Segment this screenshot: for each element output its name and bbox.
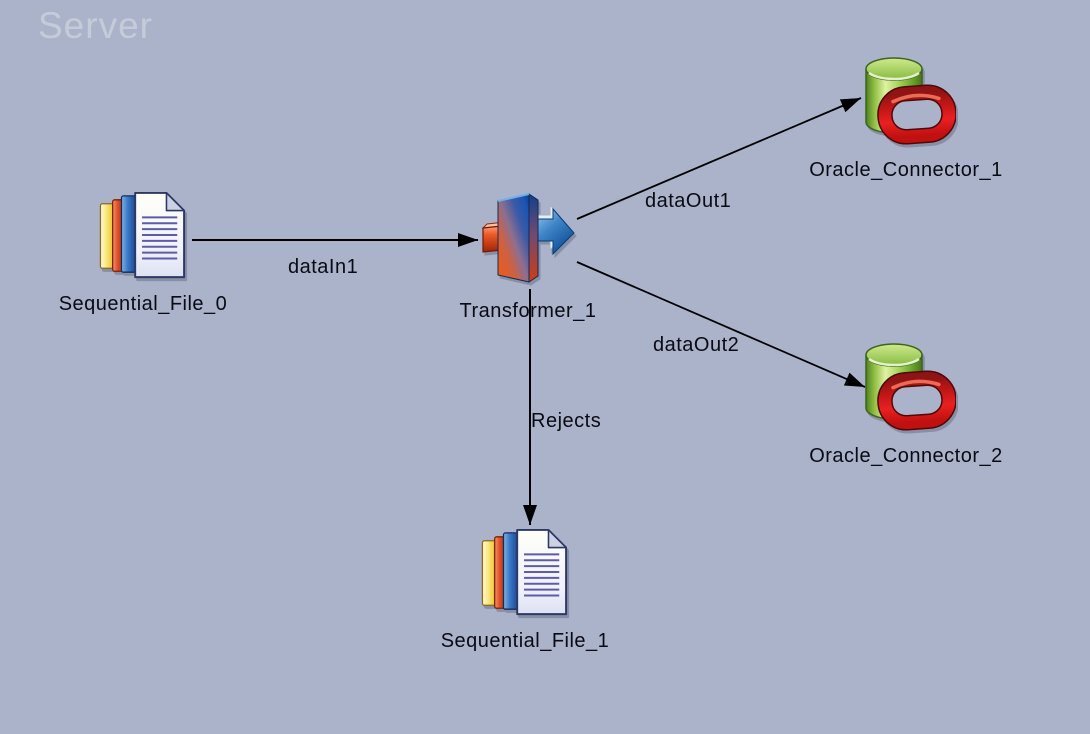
link-label-dataIn1[interactable]: dataIn1 bbox=[288, 256, 359, 278]
oracle-connector-icon[interactable] bbox=[856, 338, 956, 434]
link-label-rejects[interactable]: Rejects bbox=[531, 410, 602, 432]
oracle-connector-icon[interactable] bbox=[856, 52, 956, 148]
node-oracle-connector-1[interactable]: Oracle_Connector_1 bbox=[791, 52, 1021, 182]
node-oracle-connector-2[interactable]: Oracle_Connector_2 bbox=[791, 338, 1021, 468]
transformer-icon[interactable] bbox=[481, 191, 575, 289]
node-label-oracle-connector-1[interactable]: Oracle_Connector_1 bbox=[809, 159, 1003, 181]
node-label-sequential-file-1[interactable]: Sequential_File_1 bbox=[440, 630, 610, 652]
node-label-sequential-file-0[interactable]: Sequential_File_0 bbox=[58, 293, 228, 315]
sequential-file-icon[interactable] bbox=[98, 190, 188, 282]
node-transformer-1[interactable]: Transformer_1 bbox=[413, 191, 643, 323]
link-line-dataOut1[interactable] bbox=[576, 97, 862, 220]
sequential-file-icon[interactable] bbox=[480, 527, 570, 619]
node-label-oracle-connector-2[interactable]: Oracle_Connector_2 bbox=[809, 445, 1003, 467]
node-sequential-file-1[interactable]: Sequential_File_1 bbox=[410, 527, 640, 653]
link-label-dataOut1[interactable]: dataOut1 bbox=[645, 190, 732, 212]
node-sequential-file-0[interactable]: Sequential_File_0 bbox=[28, 190, 258, 316]
link-label-dataOut2[interactable]: dataOut2 bbox=[653, 334, 740, 356]
canvas-watermark: Server bbox=[38, 5, 153, 46]
link-line-dataOut2[interactable] bbox=[576, 261, 866, 388]
node-label-transformer-1[interactable]: Transformer_1 bbox=[459, 300, 597, 322]
